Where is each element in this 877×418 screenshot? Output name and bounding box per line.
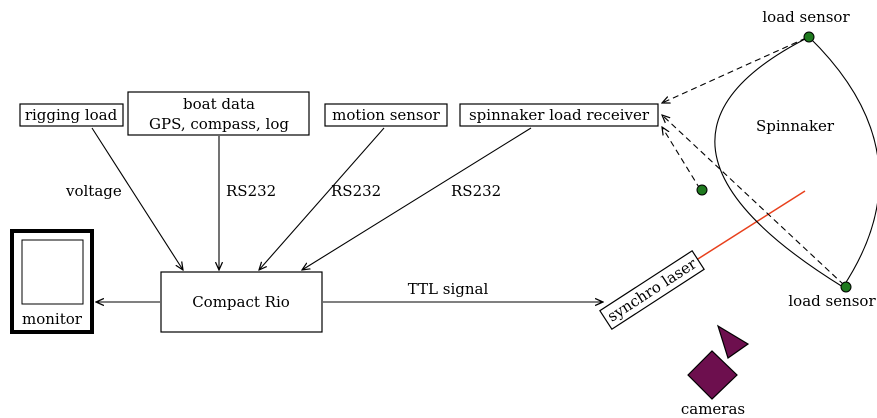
cameras-node: cameras [681, 324, 750, 418]
spinnaker-receiver-node: spinnaker load receiver [459, 103, 659, 127]
motion-sensor-label: motion sensor [332, 106, 441, 124]
edge-spinnaker-to-rio [302, 127, 532, 270]
edge-motion-to-rio [259, 127, 385, 270]
load-sensor-top-label: load sensor [762, 8, 850, 26]
camera-body-icon [687, 350, 738, 400]
synchro-laser-node: synchro laser [599, 249, 705, 331]
spinnaker-label: Spinnaker [756, 117, 835, 135]
compact-rio-node: Compact Rio [160, 271, 323, 333]
edge-label-rs232-boat: RS232 [226, 182, 276, 200]
rigging-load-label: rigging load [25, 106, 118, 124]
edge-mid-sensor-to-receiver [662, 127, 701, 190]
boat-data-sublabel: GPS, compass, log [149, 115, 289, 133]
spinnaker-receiver-label: spinnaker load receiver [469, 106, 650, 124]
edge-label-rs232-motion: RS232 [331, 182, 381, 200]
cameras-label: cameras [681, 400, 745, 418]
synchro-laser-label: synchro laser [604, 254, 700, 325]
edge-bottom-sensor-to-receiver [662, 115, 845, 286]
load-sensor-mid-dot [696, 184, 708, 196]
edge-label-voltage: voltage [65, 182, 122, 200]
compact-rio-label: Compact Rio [192, 293, 290, 311]
load-sensor-top-dot [803, 31, 815, 43]
edge-label-rs232-spinnaker: RS232 [451, 182, 501, 200]
monitor-node: monitor [10, 229, 94, 334]
edge-label-ttl: TTL signal [408, 280, 489, 298]
laser-beam [689, 190, 806, 265]
spinnaker-luff [714, 36, 844, 288]
monitor-label: monitor [22, 310, 83, 328]
camera-lens-icon [716, 324, 750, 359]
boat-data-node: boat data GPS, compass, log [127, 91, 310, 136]
rigging-load-node: rigging load [19, 103, 124, 127]
motion-sensor-node: motion sensor [324, 103, 448, 127]
edge-top-sensor-to-receiver [662, 37, 807, 103]
load-sensor-bottom-dot [840, 281, 852, 293]
spinnaker-leech [808, 36, 877, 288]
load-sensor-bottom-label: load sensor [788, 292, 876, 310]
edge-rigging-to-rio [91, 127, 183, 270]
boat-data-label: boat data [183, 95, 255, 113]
